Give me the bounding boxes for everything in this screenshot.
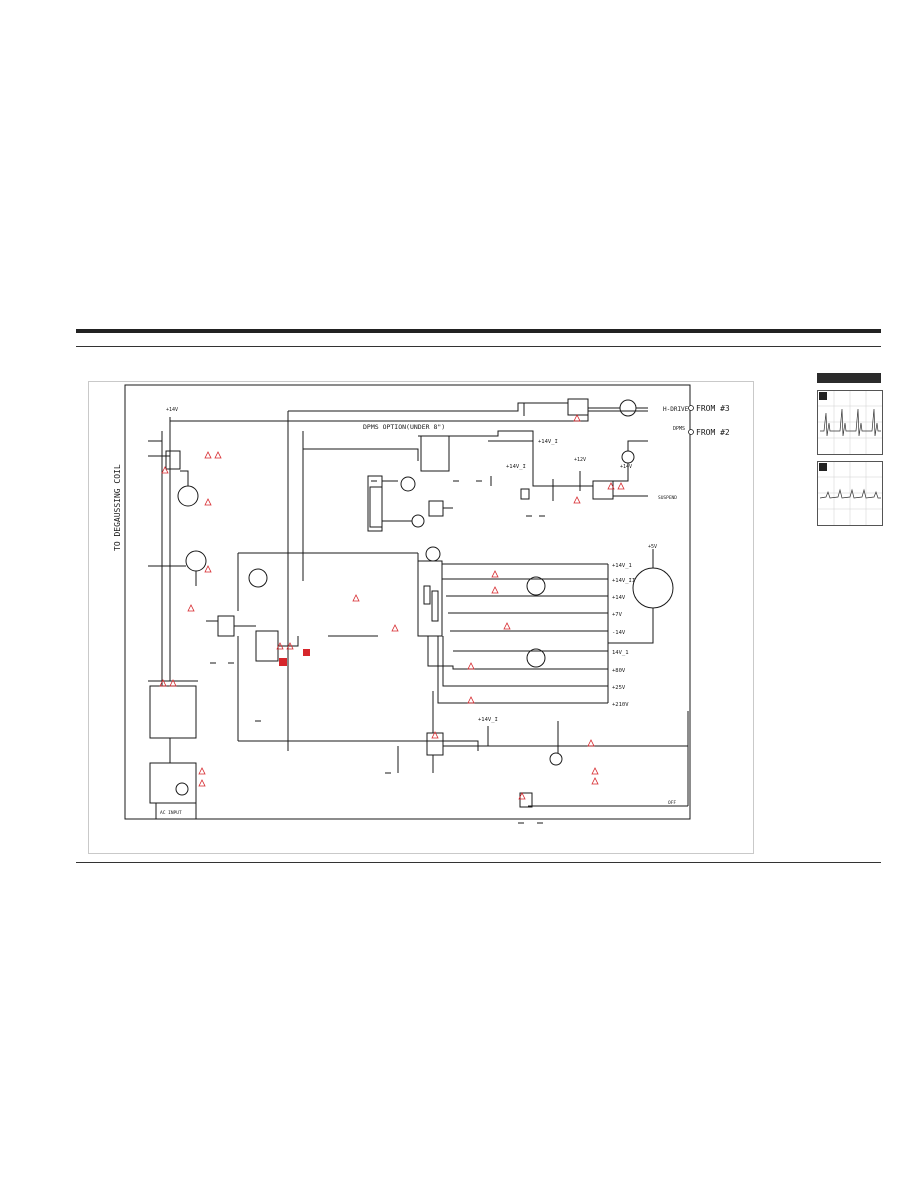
out-rail-14v: +14V	[612, 595, 626, 601]
marker-2	[303, 649, 310, 656]
warning-icons	[159, 414, 625, 800]
from2-label: FROM #2	[696, 428, 730, 437]
hdrive-label: H-DRIVE	[663, 406, 689, 413]
waveform-2	[817, 461, 883, 526]
out-rail-14v-1: +14V_1	[612, 563, 632, 569]
header-subrule	[76, 346, 881, 347]
suspend-label: SUSPEND	[658, 495, 677, 501]
out-rail-7v: +7V	[612, 612, 623, 618]
side-label: TO DEGAUSSING COIL	[113, 464, 122, 551]
rail-14v-right: +14V	[620, 464, 632, 470]
out-rail-14v-ii: +14V_II	[612, 578, 635, 584]
out-rail-80v: +80V	[612, 668, 626, 674]
rail-14v-top: +14V	[166, 407, 178, 413]
off-label: OFF	[668, 800, 676, 806]
rail-5v: +5V	[648, 544, 657, 550]
waveform-1	[817, 390, 883, 455]
from3-label: FROM #3	[696, 404, 730, 413]
marker-1	[279, 658, 287, 666]
rail-14v-i-mid: +14V_I	[506, 464, 526, 470]
out-rail-25v: +25V	[612, 685, 626, 691]
header-label: DPMS OPTION(UNDER 8")	[363, 423, 445, 431]
rail-12v: +12V	[574, 457, 586, 463]
waveform-2-badge	[819, 463, 827, 471]
dpms-label: DPMS	[673, 426, 685, 432]
out-rail-210v: +210V	[612, 702, 629, 708]
footer-rule	[76, 862, 881, 863]
waveform-1-badge	[819, 392, 827, 400]
header-rule	[76, 329, 881, 333]
out-rail-neg14v: -14V	[612, 630, 626, 636]
rail-14v-i-bot: +14V_I	[478, 717, 498, 723]
rail-14v-i-top: +14V_I	[538, 439, 558, 445]
schematic-diagram: TO DEGAUSSING COIL DPMS OPTION(UNDER 8")…	[113, 384, 730, 824]
schematic-frame	[88, 381, 754, 854]
out-rail-14v1b: 14V_1	[612, 650, 629, 656]
side-tab	[817, 373, 881, 383]
ac-input-label: AC INPUT	[160, 810, 182, 816]
schematic-border	[124, 384, 691, 820]
